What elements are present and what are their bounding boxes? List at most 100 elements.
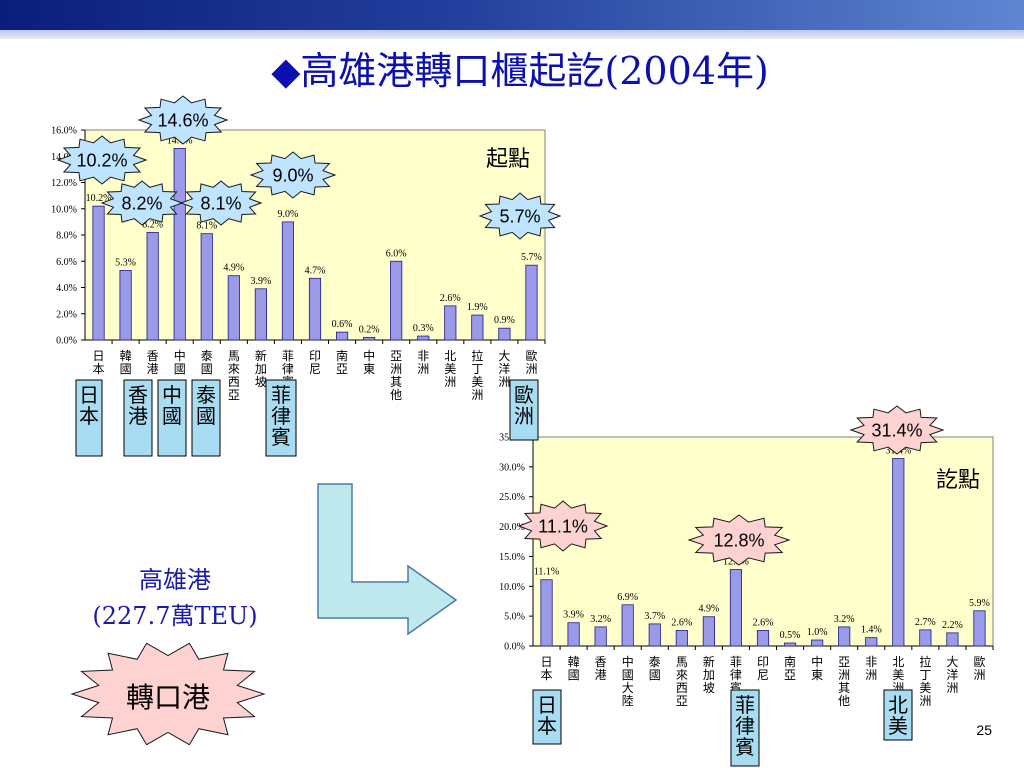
starburst-shape (70, 642, 266, 746)
y-tick-label: 16.0% (51, 126, 77, 137)
bar (119, 270, 132, 341)
tag-box (883, 689, 913, 741)
y-tick-label: 10.0% (499, 582, 525, 593)
callout-label: 31.4% (871, 420, 922, 440)
tag-label: 中國 (162, 383, 182, 428)
y-tick-label: 6.0% (56, 257, 77, 268)
x-tick-label: 大洋洲 (498, 349, 510, 389)
x-tick-label: 大洋洲 (946, 655, 958, 695)
port-teu: (227.7萬TEU) (92, 602, 258, 630)
callout-label: 10.2% (76, 150, 127, 170)
x-tick-label: 日本 (93, 349, 105, 376)
bar (227, 275, 240, 341)
data-label: 3.9% (250, 276, 271, 287)
starburst-shape (56, 135, 148, 185)
bar (783, 642, 797, 647)
data-label: 11.1% (534, 567, 559, 578)
bar (594, 626, 607, 647)
x-tick-label: 菲律賓 (730, 655, 742, 695)
page-number: 25 (976, 722, 992, 738)
data-label: 0.6% (332, 319, 353, 330)
value-callout: 12.8% (687, 514, 791, 566)
x-tick-label: 中國大陸 (622, 654, 634, 708)
x-tick-label: 北美洲 (892, 655, 904, 695)
data-label: 5.9% (969, 598, 990, 609)
category-tag: 歐洲 (509, 379, 539, 441)
bar (702, 616, 715, 647)
callout-label: 11.1% (538, 516, 588, 536)
chart-title: 起點 (486, 147, 530, 172)
category-tag: 香港 (123, 379, 153, 457)
data-label: 0.3% (413, 323, 434, 334)
data-label: 8.1% (196, 221, 217, 232)
x-tick-label: 非洲 (417, 349, 429, 376)
bar (756, 630, 770, 647)
y-tick-label: 0.0% (504, 642, 525, 653)
bar (811, 639, 824, 647)
category-tag: 中國 (157, 379, 187, 457)
starburst-shape (100, 180, 184, 226)
x-tick-label: 印尼 (309, 349, 321, 376)
x-tick-label: 中東 (811, 654, 823, 682)
tag-label: 日本 (79, 383, 99, 428)
tag-label: 菲律賓 (271, 383, 291, 449)
callout-label: 14.6% (157, 110, 208, 130)
tag-label: 香港 (128, 383, 148, 428)
y-tick-label: 20.0% (499, 522, 525, 533)
x-tick-label: 馬來西亞 (676, 655, 688, 708)
data-label: 1.4% (861, 625, 882, 636)
bar (363, 336, 376, 341)
bar (648, 623, 661, 647)
x-tick-label: 拉丁美洲 (471, 348, 483, 402)
data-label: 0.2% (359, 324, 380, 335)
callout-label: 8.1% (200, 193, 241, 213)
tag-box (532, 689, 562, 745)
callout-label: 5.7% (499, 206, 540, 226)
value-callout: 9.0% (249, 151, 337, 199)
bar (892, 458, 905, 647)
bar (540, 579, 553, 647)
bar (838, 626, 851, 647)
x-tick-label: 泰國 (649, 655, 661, 682)
x-tick-label: 香港 (595, 655, 607, 682)
data-label: 4.9% (223, 263, 244, 274)
data-label: 2.2% (942, 620, 963, 631)
y-tick-label: 5.0% (504, 612, 525, 623)
data-label: 2.6% (753, 617, 774, 628)
category-tag: 日本 (75, 379, 103, 457)
x-tick-label: 非洲 (865, 655, 877, 682)
y-tick-label: 30.0% (499, 462, 525, 473)
category-tag: 北美 (883, 689, 913, 741)
bar (498, 327, 511, 341)
starburst-shape (517, 500, 609, 552)
bar (92, 205, 105, 341)
x-tick-label: 新加坡 (703, 654, 715, 695)
category-tag: 日本 (532, 689, 562, 745)
x-tick-label: 亞洲其他 (390, 349, 402, 402)
x-tick-label: 日本 (541, 655, 553, 682)
bar (254, 288, 267, 341)
transit-port-burst (70, 642, 266, 746)
bar (973, 610, 986, 647)
x-tick-label: 歐洲 (525, 348, 537, 376)
y-tick-label: 0.0% (56, 336, 77, 347)
data-label: 1.9% (467, 302, 488, 313)
value-callout: 31.4% (849, 405, 945, 455)
data-label: 4.9% (698, 604, 719, 615)
x-tick-label: 韓國 (568, 655, 580, 682)
tag-label: 日本 (537, 693, 557, 738)
x-tick-label: 歐洲 (973, 654, 985, 682)
bar (417, 335, 430, 341)
data-label: 3.9% (563, 610, 584, 621)
bar (865, 637, 878, 647)
tag-label: 北美 (888, 693, 908, 738)
bar (390, 260, 403, 341)
bar (471, 314, 484, 341)
x-tick-label: 中國 (174, 348, 186, 376)
data-label: 3.2% (834, 614, 855, 625)
bar (567, 622, 580, 647)
tag-box (75, 379, 103, 457)
callout-label: 9.0% (272, 165, 313, 185)
x-tick-label: 香港 (147, 349, 159, 376)
